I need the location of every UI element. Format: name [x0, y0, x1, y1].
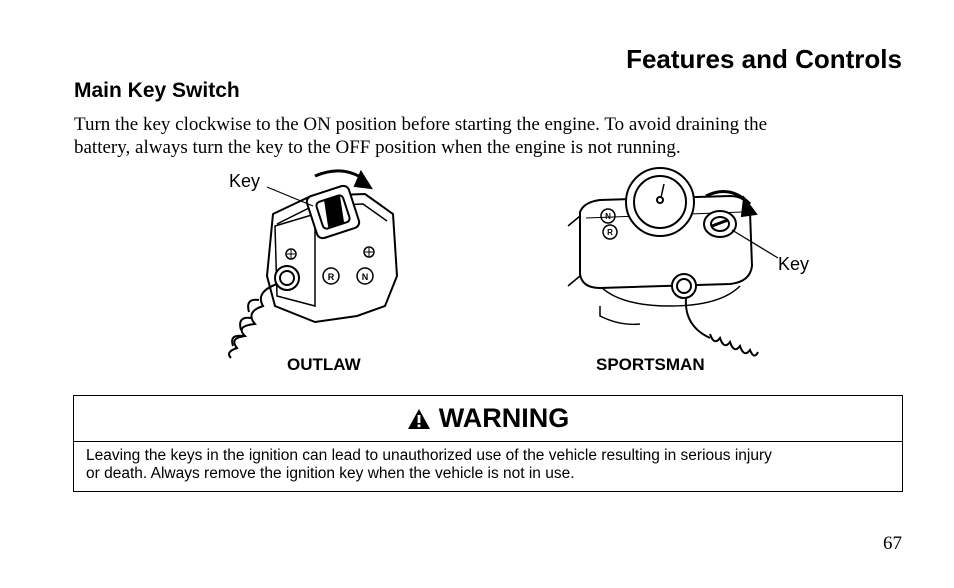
body-paragraph: Turn the key clockwise to the ON positio…	[74, 113, 914, 159]
outlaw-indicator-n: N	[362, 272, 369, 282]
body-line: battery, always turn the key to the OFF …	[74, 137, 681, 158]
warning-box: WARNING Leaving the keys in the ignition…	[73, 395, 903, 492]
warning-line: Leaving the keys in the ignition can lea…	[86, 447, 772, 464]
sportsman-caption: SPORTSMAN	[596, 355, 705, 374]
outlaw-key-callout: Key	[229, 171, 261, 191]
outlaw-caption: OUTLAW	[287, 355, 361, 374]
outlaw-indicator-r: R	[328, 272, 335, 282]
warning-title: WARNING	[438, 403, 570, 433]
warning-header: WARNING	[74, 396, 902, 442]
sportsman-indicator-r: R	[607, 228, 613, 237]
page-number: 67	[883, 533, 902, 554]
section-heading: Main Key Switch	[74, 79, 240, 102]
warning-triangle-icon	[407, 408, 430, 429]
warning-line: or death. Always remove the ignition key…	[86, 465, 575, 482]
sportsman-key-callout: Key	[778, 254, 810, 274]
sportsman-indicator-n: N	[605, 212, 611, 221]
warning-text: Leaving the keys in the ignition can lea…	[74, 442, 902, 483]
section-title: Features and Controls	[626, 44, 902, 74]
body-line: Turn the key clockwise to the ON positio…	[74, 114, 768, 135]
outlaw-key-switch-illustration: R N	[228, 169, 399, 359]
sportsman-key-switch-illustration: N R	[567, 167, 779, 357]
